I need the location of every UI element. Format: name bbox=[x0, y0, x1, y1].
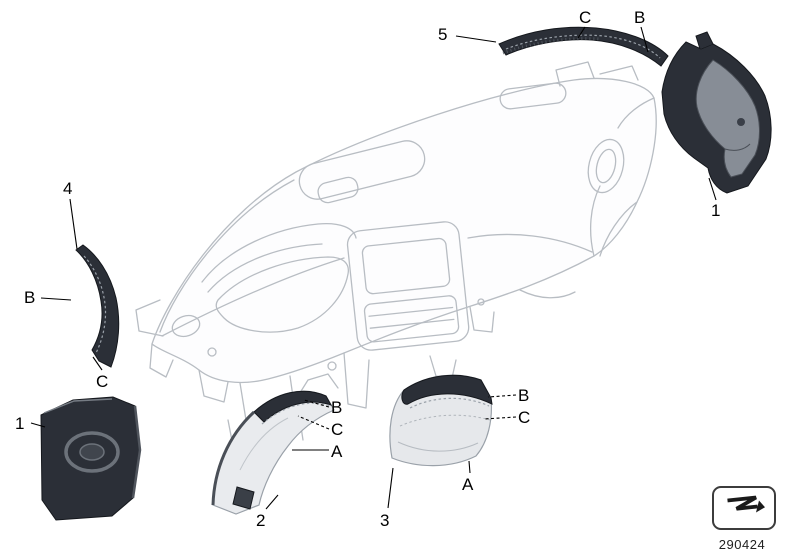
callout-2[interactable]: 2 bbox=[256, 511, 266, 530]
callout-c-left[interactable]: C bbox=[96, 372, 109, 391]
face-highlight bbox=[239, 417, 289, 471]
callout-3[interactable]: 3 bbox=[380, 511, 390, 530]
dashboard-outline bbox=[151, 77, 657, 384]
leader-line bbox=[297, 415, 330, 430]
stitch-line bbox=[505, 34, 661, 59]
leader-line bbox=[468, 460, 471, 474]
callout-5[interactable]: 5 bbox=[438, 25, 448, 44]
dashboard-drawing bbox=[135, 61, 657, 453]
leader-line bbox=[577, 26, 586, 39]
part-4-pillar-trim[interactable] bbox=[75, 244, 120, 368]
part-top-edge bbox=[43, 398, 113, 414]
leader-line bbox=[30, 422, 46, 428]
leader-line bbox=[92, 356, 103, 371]
legend-box bbox=[712, 486, 776, 530]
part-2-lower-trim[interactable] bbox=[211, 390, 335, 515]
callout-1-bottom-left[interactable]: 1 bbox=[15, 414, 25, 433]
part-1-side-panel-right[interactable] bbox=[661, 31, 772, 194]
part-body bbox=[498, 26, 669, 67]
speaker-center bbox=[79, 443, 105, 461]
callout-b-top[interactable]: B bbox=[634, 8, 646, 27]
leader-line bbox=[640, 26, 649, 53]
callout-c-top[interactable]: C bbox=[579, 8, 592, 27]
leather-band bbox=[253, 390, 333, 423]
callout-b-part3[interactable]: B bbox=[518, 386, 530, 405]
leather-band bbox=[401, 374, 493, 405]
callout-b-left[interactable]: B bbox=[24, 288, 36, 307]
diagram-number: 290424 bbox=[718, 537, 766, 552]
leader-line bbox=[487, 394, 517, 398]
callout-c-part2[interactable]: C bbox=[331, 420, 344, 439]
part-edge bbox=[724, 143, 751, 151]
leader-line bbox=[69, 198, 78, 250]
callout-1-right[interactable]: 1 bbox=[711, 201, 721, 220]
callout-b-part2[interactable]: B bbox=[331, 398, 343, 417]
zigzag-arrow-icon bbox=[727, 495, 765, 513]
speaker-ring bbox=[64, 431, 120, 473]
callout-4[interactable]: 4 bbox=[63, 179, 73, 198]
stitch-line-2 bbox=[399, 414, 491, 427]
part-1-side-panel-left[interactable] bbox=[40, 396, 142, 521]
leader-line bbox=[455, 35, 497, 43]
part-body bbox=[75, 244, 120, 368]
stitch-line bbox=[409, 397, 490, 409]
leader-line bbox=[265, 494, 279, 510]
bracket bbox=[232, 486, 255, 510]
callout-c-part3[interactable]: C bbox=[518, 408, 531, 427]
perforation-dots bbox=[502, 37, 601, 55]
part-5-grille-trim[interactable] bbox=[498, 26, 669, 67]
face-highlight bbox=[397, 441, 479, 452]
part-tab bbox=[695, 31, 714, 50]
callout-a-part3[interactable]: A bbox=[462, 475, 474, 494]
leader-line bbox=[708, 177, 717, 201]
leader-line bbox=[387, 467, 394, 509]
mounting-hole bbox=[737, 118, 745, 126]
part-right-edge bbox=[131, 405, 142, 499]
leader-line bbox=[40, 297, 72, 301]
callout-a-part2[interactable]: A bbox=[331, 442, 343, 461]
part-3-lower-trim[interactable] bbox=[389, 374, 493, 467]
leader-line bbox=[303, 399, 330, 408]
part-edge bbox=[211, 410, 256, 506]
leader-lines bbox=[30, 26, 717, 510]
part-inner-face bbox=[695, 59, 760, 178]
